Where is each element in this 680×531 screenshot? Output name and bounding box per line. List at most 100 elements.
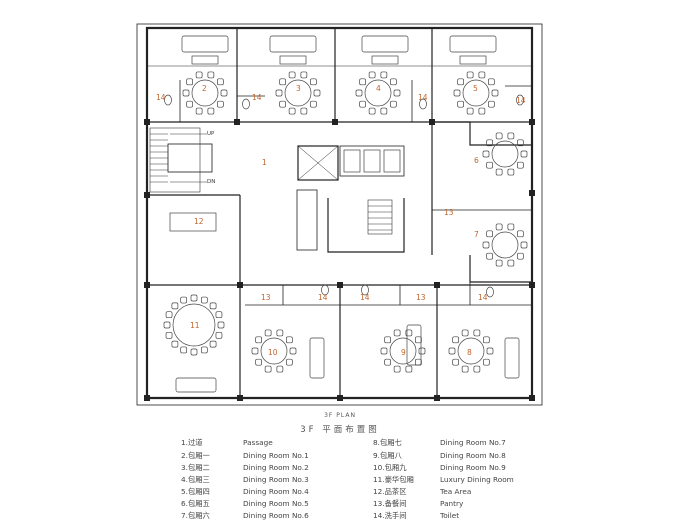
dining-room-8-chair: [393, 329, 401, 337]
legend-cn-9: 9.包厢八: [373, 451, 402, 460]
room-number-13-a: 13: [261, 293, 271, 302]
legend-en-4: Dining Room No.3: [243, 475, 309, 484]
dining-room-2-chair: [279, 78, 286, 86]
dining-room-8-chair: [384, 358, 391, 366]
dining-room-6-chair: [495, 259, 503, 267]
dining-room-9-chair: [286, 358, 293, 366]
dining-room-1-chair: [195, 107, 203, 115]
room-number-11: 11: [190, 321, 200, 330]
room-number-6: 6: [474, 156, 479, 165]
dining-room-6-chair: [482, 241, 490, 249]
dining-room-3-table: [364, 79, 392, 107]
legend-en-10: Dining Room No.9: [440, 463, 506, 472]
dining-room-3-chair: [368, 71, 376, 79]
furniture: [163, 35, 528, 393]
dining-room-1-chair: [182, 89, 190, 97]
dining-room-9-chair: [255, 336, 262, 344]
dining-room-1-chair: [207, 107, 215, 115]
dining-room-1-chair: [217, 100, 224, 108]
legend-cn-10: 10.包厢九: [373, 463, 407, 472]
sofa-top-1: [181, 35, 229, 53]
luxury-dining-room-chair: [171, 340, 179, 348]
room-number-4: 4: [376, 84, 381, 93]
dining-room-6-chair: [517, 252, 524, 260]
dining-room-8-chair: [418, 347, 426, 355]
dining-room-7-chair: [483, 336, 490, 344]
luxury-dining-room-chair: [190, 294, 198, 302]
dining-room-1-chair: [220, 89, 228, 97]
dining-room-2-chair: [300, 71, 308, 79]
legend-cn-13: 13.备餐间: [373, 499, 407, 508]
dining-room-1-chair: [217, 78, 224, 86]
luxury-dining-room-chair: [215, 331, 223, 339]
dining-room-6-chair: [520, 241, 528, 249]
tea-table: [169, 212, 217, 232]
dining-room-1-chair: [207, 71, 215, 79]
luxury-dining-room-table: [172, 303, 216, 347]
dining-room-3-chair: [355, 89, 363, 97]
legend-en-3: Dining Room No.2: [243, 463, 309, 472]
structural-columns: [144, 119, 535, 401]
dining-room-8-table: [389, 337, 417, 365]
luxury-dining-room-chair: [180, 296, 188, 304]
dining-room-9-chair: [255, 358, 262, 366]
luxury-dining-room-chair: [163, 321, 171, 329]
room-number-labels: 1 2 3 4 5 6 7 8 9 10 11 12 13 13 13 14 1…: [156, 84, 526, 357]
dining-room-7-chair: [461, 329, 469, 337]
legend-cn-2: 2.包厢一: [181, 451, 210, 460]
dining-room-5-chair: [517, 139, 524, 147]
stair-down-label: DN: [207, 179, 215, 185]
dining-room-3-chair: [380, 107, 388, 115]
legend-cn-6: 6.包厢五: [181, 499, 210, 508]
legend-en-12: Tea Area: [440, 487, 472, 496]
toilet-5: [321, 284, 329, 296]
luxury-dining-room-chair: [190, 348, 198, 356]
legend-cn-1: 1.过道: [181, 438, 203, 447]
dining-room-9-chair: [251, 347, 259, 355]
legend-en-6: Dining Room No.5: [243, 499, 309, 508]
dining-room-6-chair: [517, 230, 524, 238]
room-number-13-c: 13: [444, 208, 454, 217]
lift-car-1: [343, 149, 361, 173]
stair-up-label: UP: [207, 131, 215, 137]
dining-room-7-table: [457, 337, 485, 365]
sofa-bottom-1: [309, 337, 325, 379]
dining-room-2-chair: [313, 89, 321, 97]
legend-cn-8: 8.包厢七: [373, 438, 402, 447]
legend-en-7: Dining Room No.6: [243, 511, 309, 520]
luxury-dining-room-chair: [200, 296, 208, 304]
dining-room-5-chair: [495, 168, 503, 176]
room-number-12: 12: [194, 217, 204, 226]
room-number-9: 9: [401, 348, 406, 357]
legend-cn-12: 12.品茶区: [373, 487, 407, 496]
dining-room-6-chair: [507, 223, 515, 231]
toilet-3: [419, 98, 427, 110]
sofa-top-2: [269, 35, 317, 53]
sofa-top-4: [449, 35, 497, 53]
dining-room-5-chair: [507, 168, 515, 176]
dining-room-7-chair: [486, 347, 494, 355]
room-number-1: 1: [262, 158, 267, 167]
room-number-3: 3: [296, 84, 301, 93]
toilet-4: [516, 94, 524, 106]
room-number-2: 2: [202, 84, 207, 93]
room-number-5: 5: [473, 84, 478, 93]
dining-room-3-chair: [393, 89, 401, 97]
dining-room-7-chair: [483, 358, 490, 366]
dining-room-2-chair: [288, 107, 296, 115]
dining-room-6-table: [491, 231, 519, 259]
luxury-dining-room-chair: [209, 302, 217, 310]
sofa-bottom-3: [504, 337, 520, 379]
toilet-6: [361, 284, 369, 296]
dining-room-2-chair: [310, 78, 317, 86]
dining-room-6-chair: [507, 259, 515, 267]
dining-room-3-chair: [390, 78, 397, 86]
dining-room-2-chair: [279, 100, 286, 108]
dining-room-9-chair: [264, 329, 272, 337]
dining-room-8-chair: [405, 365, 413, 373]
room-number-14-f: 14: [360, 293, 370, 302]
room-number-8: 8: [467, 348, 472, 357]
dining-room-5-chair: [507, 132, 515, 140]
dining-room-7-chair: [448, 347, 456, 355]
dining-room-4-chair: [457, 100, 464, 108]
